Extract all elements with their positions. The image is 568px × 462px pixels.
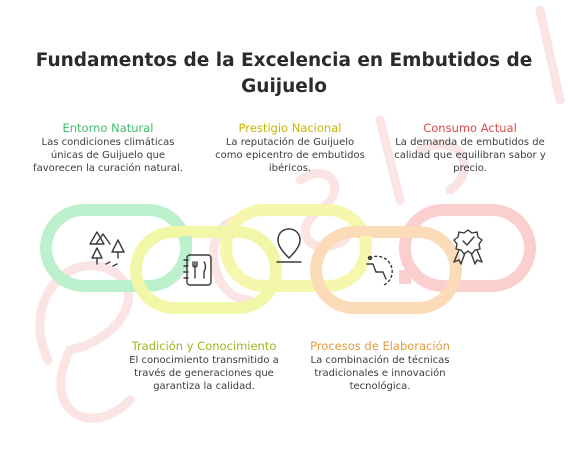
ring-red: [399, 204, 536, 292]
step-description: La demanda de embutidos de calidad que e…: [394, 137, 546, 174]
step-heading: Consumo Actual: [423, 121, 517, 135]
step-heading: Procesos de Elaboración: [310, 339, 450, 353]
step-entorno-natural: Entorno Natural Las condiciones climátic…: [30, 121, 186, 175]
step-consumo-actual: Consumo Actual La demanda de embutidos d…: [392, 121, 548, 175]
ring-yellow-top: [220, 204, 372, 292]
quality-badge-icon: [453, 229, 483, 265]
step-description: La reputación de Guijuelo como epicentro…: [215, 137, 365, 174]
step-prestigio-nacional: Prestigio Nacional La reputación de Guij…: [212, 121, 368, 175]
step-description: El conocimiento transmitido a través de …: [129, 355, 279, 392]
ring-orange: [310, 226, 462, 314]
process-icon: [366, 255, 393, 286]
trees-icon: [89, 231, 125, 267]
step-description: La combinación de técnicas tradicionales…: [310, 355, 450, 392]
step-tradicion-conocimiento: Tradición y Conocimiento El conocimiento…: [124, 339, 284, 393]
step-heading: Entorno Natural: [62, 121, 154, 135]
step-procesos-elaboracion: Procesos de Elaboración La combinación d…: [300, 339, 460, 393]
location-pin-icon: [276, 228, 302, 263]
page-title: Fundamentos de la Excelencia en Embutido…: [35, 50, 533, 97]
step-description: Las condiciones climáticas únicas de Gui…: [33, 137, 183, 174]
step-heading: Tradición y Conocimiento: [131, 339, 277, 353]
step-heading: Prestigio Nacional: [238, 121, 342, 135]
recipe-book-icon: [183, 254, 212, 286]
ring-green: [40, 204, 192, 292]
ring-yellow-bottom: [130, 226, 282, 314]
